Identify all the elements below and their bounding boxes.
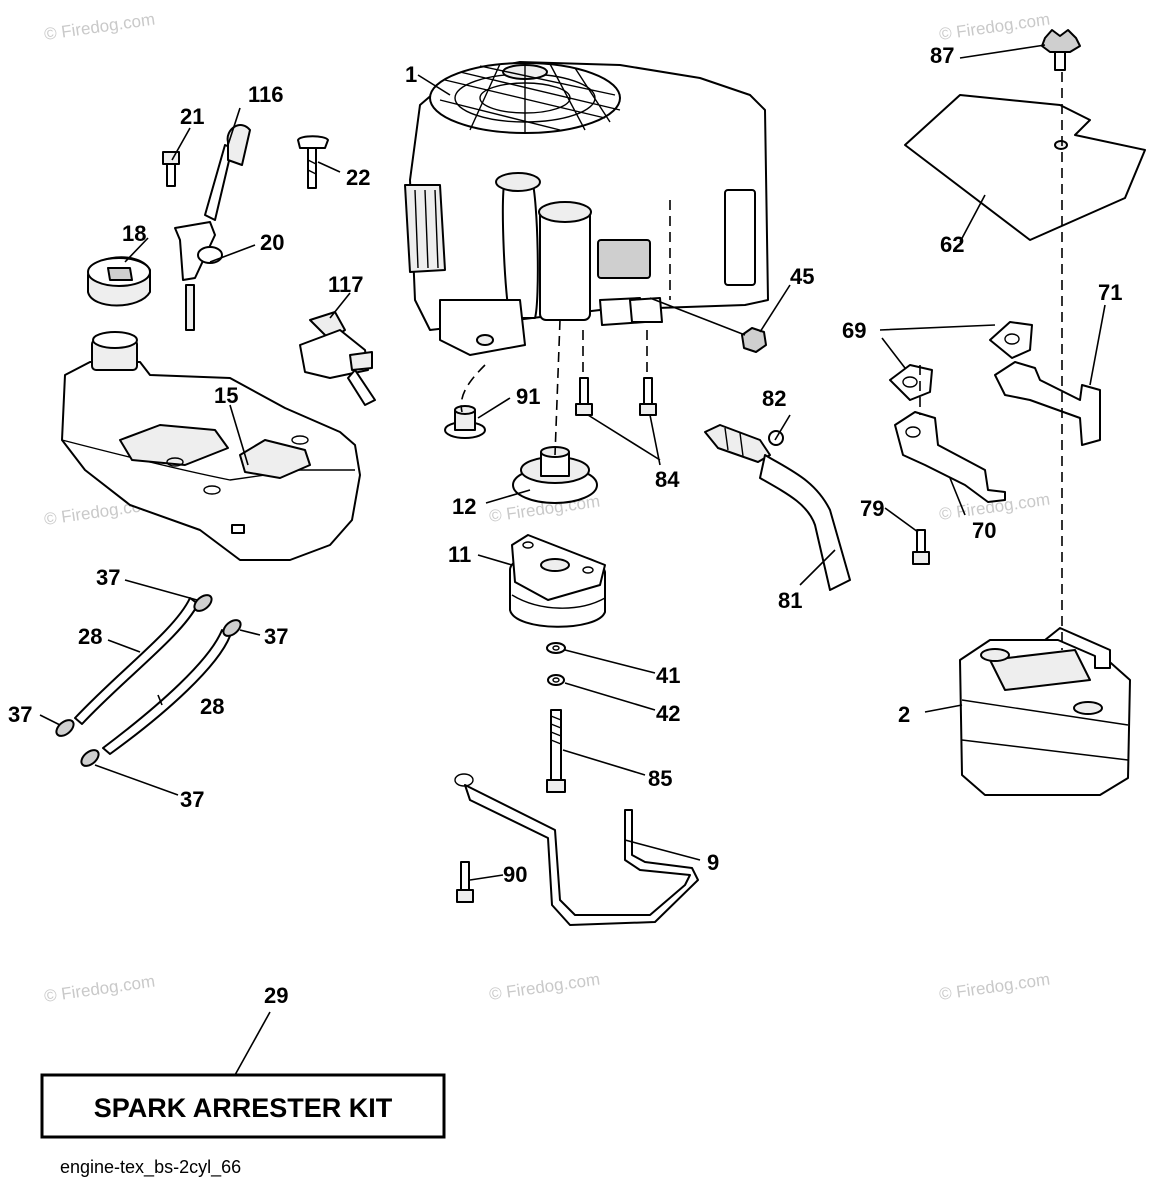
bolts-84 [575,377,657,416]
callout-91: 91 [516,384,540,409]
kit-label: SPARK ARRESTER KIT [94,1093,393,1123]
callout-28-right: 28 [200,694,224,719]
callout-87: 87 [930,43,954,68]
callout-37-top: 37 [96,565,120,590]
diagram-code: engine-tex_bs-2cyl_66 [60,1157,241,1178]
muffler-illustration [959,627,1131,796]
callouts: 1 116 21 22 18 20 117 15 91 45 69 71 62 … [8,43,1122,1008]
callout-11: 11 [448,542,471,567]
callout-20: 20 [260,230,284,255]
pulley-illustration [512,446,598,504]
callout-90: 90 [503,862,527,887]
callout-82: 82 [762,386,786,411]
callout-79: 79 [860,496,884,521]
callout-116: 116 [248,82,284,107]
callout-37-left: 37 [8,702,32,727]
callout-29: 29 [264,983,288,1008]
spark-arrester-kit: SPARK ARRESTER KIT [40,1073,446,1139]
callout-41: 41 [656,663,680,688]
callout-42: 42 [656,701,680,726]
callout-28-left: 28 [78,624,102,649]
callout-15: 15 [214,383,238,408]
callout-18: 18 [122,221,146,246]
callout-37-right: 37 [264,624,288,649]
leader-lines [39,44,1106,1076]
fuel-tank-illustration [61,331,361,561]
callout-9: 9 [707,850,719,875]
callout-62: 62 [940,232,964,257]
callout-71: 71 [1098,280,1122,305]
throttle-and-fuel-cap [87,124,329,331]
callout-2: 2 [898,702,910,727]
callout-21: 21 [180,104,204,129]
fuel-lines-illustration [55,594,242,767]
bracket-illustration [454,773,699,926]
callout-12: 12 [452,494,476,519]
watermark: © Firedog.com [938,970,1051,1004]
callout-85: 85 [648,766,672,791]
watermark: © Firedog.com [43,972,156,1006]
bushing-illustration [444,405,486,439]
bolt-79 [912,529,930,565]
exhaust-pipes [889,321,1101,503]
watermark: © Firedog.com [938,10,1051,44]
callout-45: 45 [790,264,814,289]
callout-22: 22 [346,165,370,190]
assembly-lines [460,72,1063,650]
watermark: © Firedog.com [488,970,601,1004]
callout-1: 1 [405,62,417,87]
callout-37-bottom: 37 [180,787,204,812]
watermark: © Firedog.com [43,10,156,44]
shutoff-valve-illustration [299,311,376,406]
kit-box [40,1073,446,1139]
washers-and-bolt [546,642,566,793]
callout-84: 84 [655,467,680,492]
callout-69: 69 [842,318,866,343]
pto-clutch-illustration [509,534,606,628]
nut-illustration [741,327,767,353]
callout-117: 117 [328,272,364,297]
engine-illustration [404,61,769,356]
callout-70: 70 [972,518,996,543]
fuel-filter-and-hose [704,424,851,591]
callout-81: 81 [778,588,802,613]
